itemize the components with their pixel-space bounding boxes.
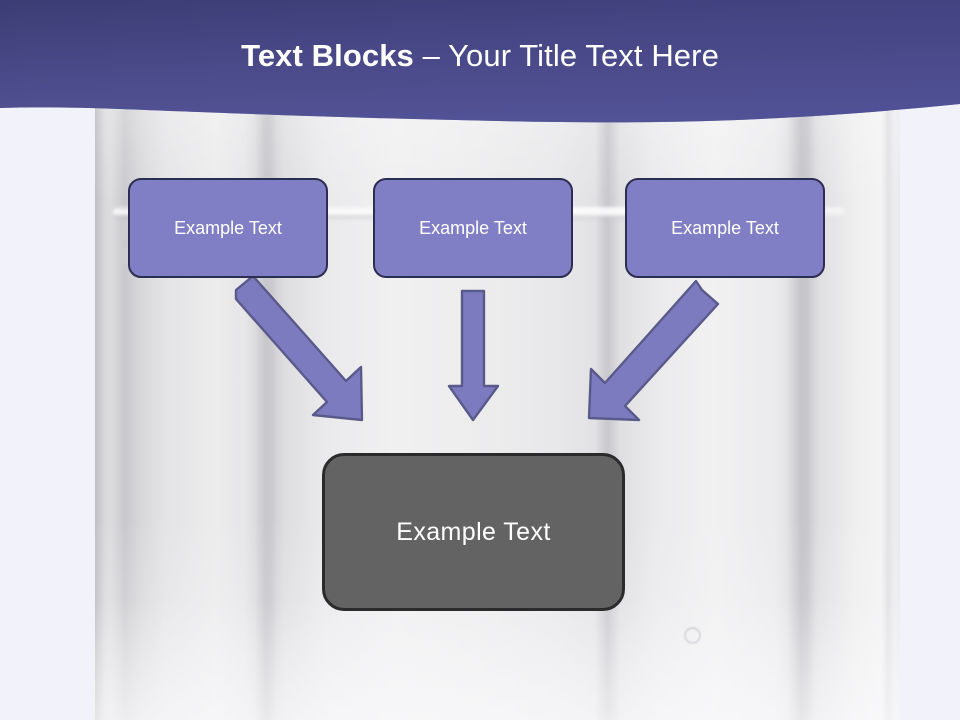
result-block-label: Example Text [396,517,551,546]
text-block-2[interactable]: Example Text [373,178,573,278]
text-block-3-label: Example Text [671,218,779,238]
result-block[interactable]: Example Text [322,453,625,611]
text-block-2-label: Example Text [419,218,527,238]
photo-bottom-fade [95,600,900,720]
text-block-1[interactable]: Example Text [128,178,328,278]
page-title-bold: Text Blocks [241,37,423,73]
text-block-1-label: Example Text [174,218,282,238]
page-title-rest: – Your Title Text Here [422,37,719,73]
page-title: Text Blocks – Your Title Text Here [0,0,960,110]
text-block-3[interactable]: Example Text [625,178,825,278]
